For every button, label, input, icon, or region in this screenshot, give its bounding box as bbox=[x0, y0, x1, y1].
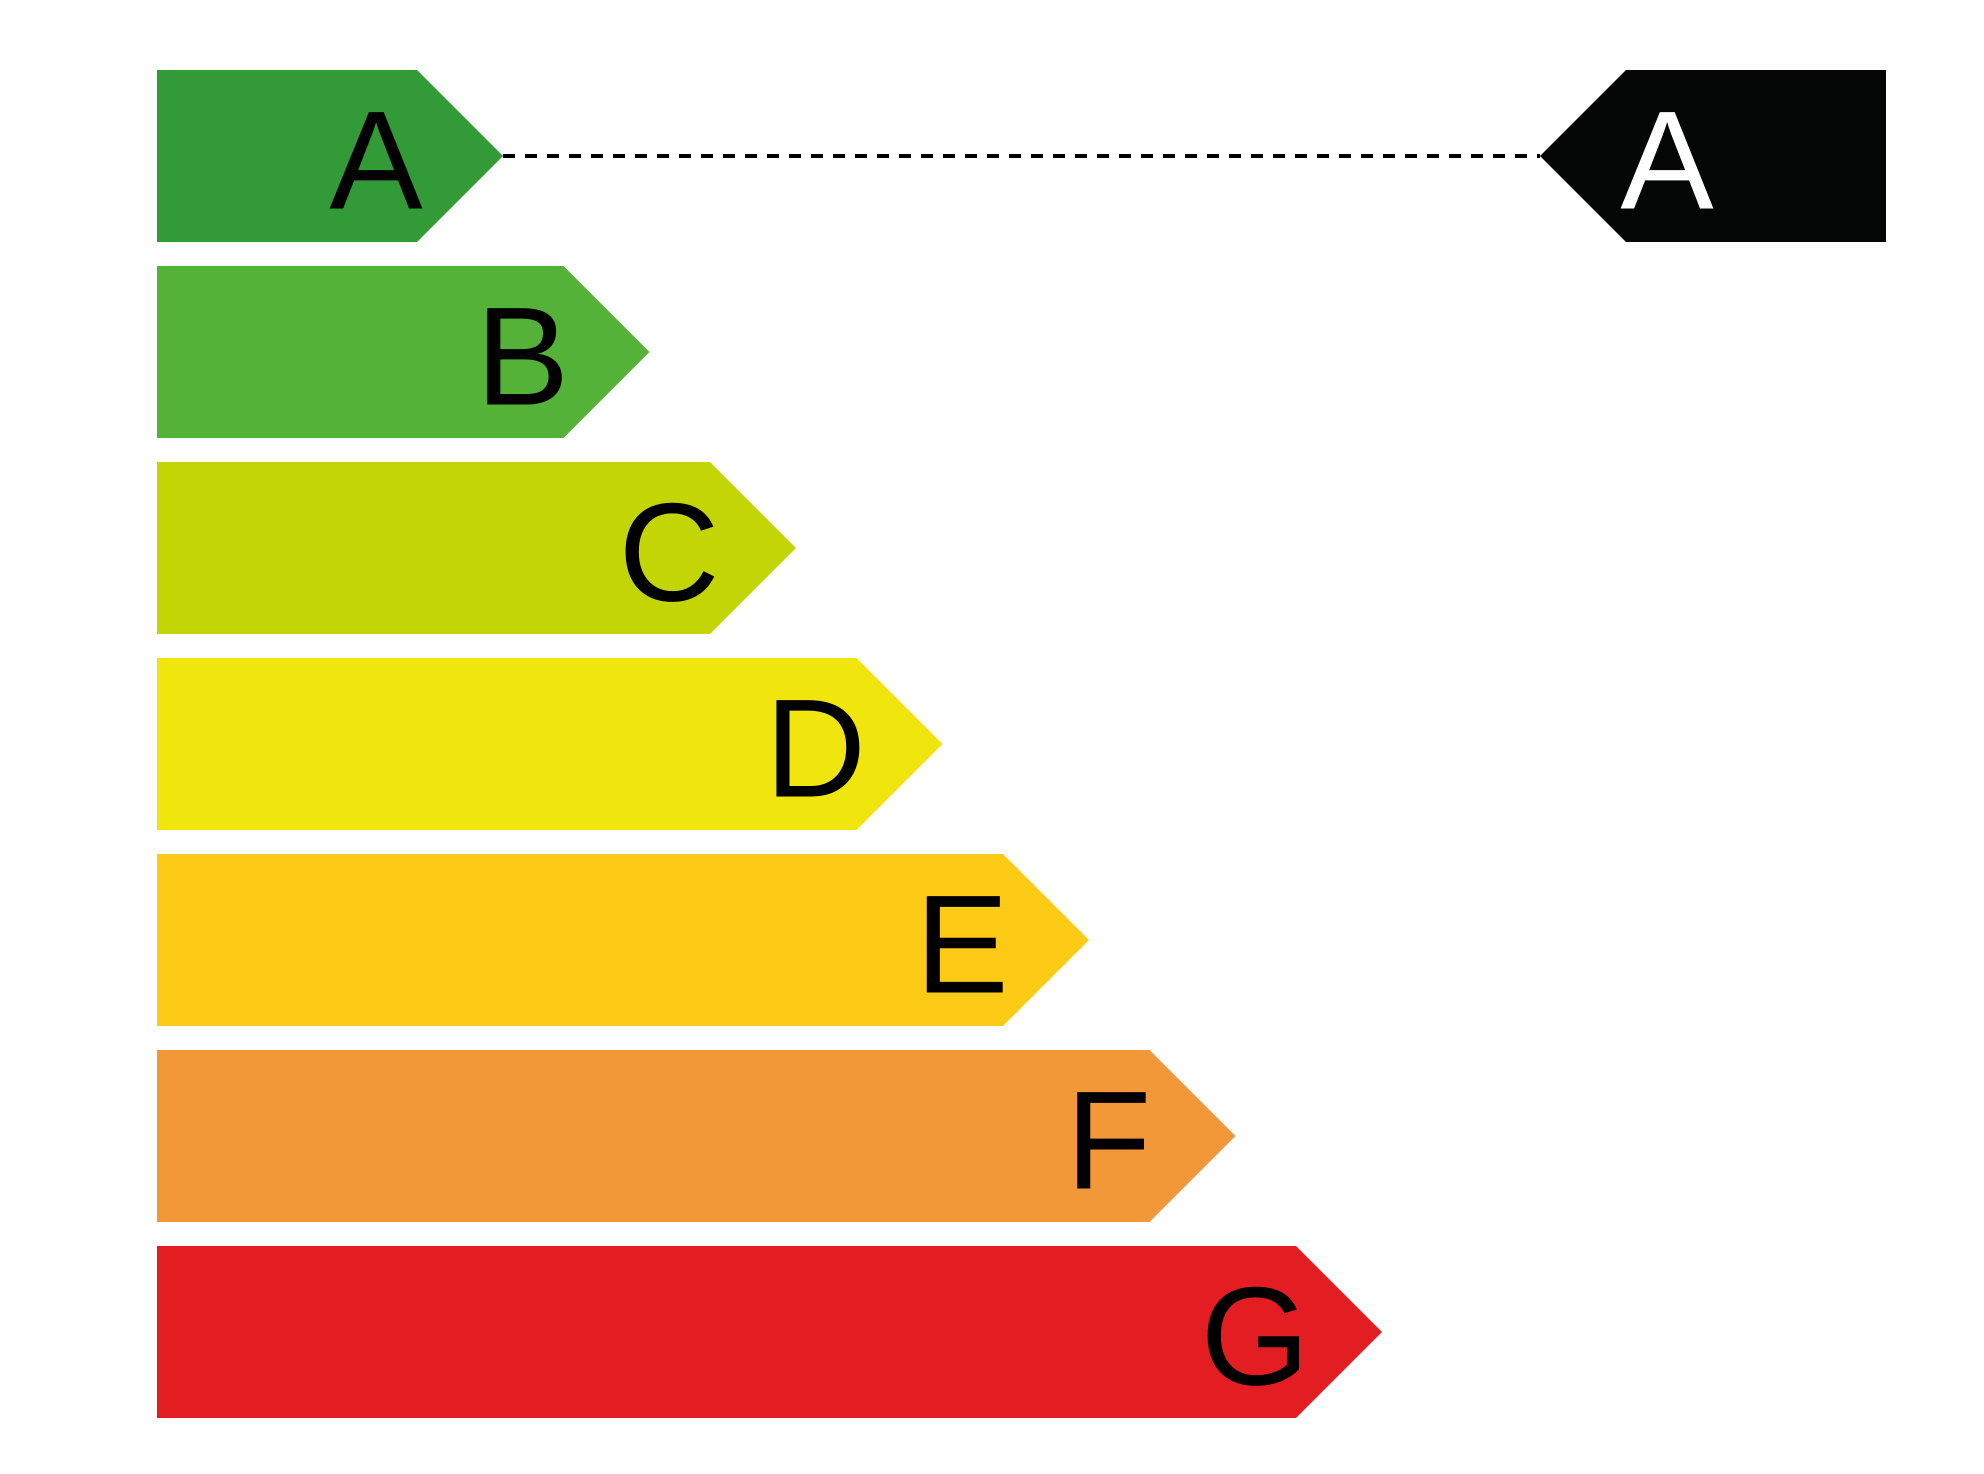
rating-letter: A bbox=[1620, 82, 1714, 239]
band-f-letter: F bbox=[1066, 1062, 1152, 1219]
band-d-arrow bbox=[157, 658, 943, 830]
band-d-letter: D bbox=[765, 670, 866, 827]
band-a-letter: A bbox=[329, 82, 423, 239]
band-g-arrow bbox=[157, 1246, 1382, 1418]
band-g-letter: G bbox=[1201, 1258, 1310, 1415]
band-f-arrow bbox=[157, 1050, 1236, 1222]
rating-indicator: A bbox=[1540, 70, 1886, 242]
rating-arrow bbox=[1540, 70, 1886, 242]
band-e-arrow bbox=[157, 854, 1089, 1026]
band-c-letter: C bbox=[618, 474, 719, 631]
band-c-arrow bbox=[157, 462, 796, 634]
band-b-arrow bbox=[157, 266, 650, 438]
band-a-arrow bbox=[157, 70, 503, 242]
band-e-letter: E bbox=[915, 866, 1008, 1023]
band-b-letter: B bbox=[476, 278, 569, 435]
